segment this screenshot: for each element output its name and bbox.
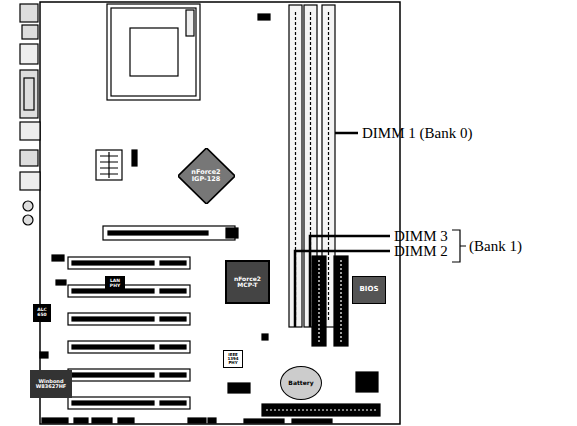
slot-label: DIMM 2 xyxy=(394,244,448,259)
chip: LAN PHY xyxy=(105,276,125,292)
chip-label: nForce2 IGP-128 xyxy=(189,169,224,183)
chip-label: ALC 650 xyxy=(35,308,49,317)
chip-label: Winbond W83627HF xyxy=(32,379,70,390)
slot-label: DIMM 3 xyxy=(394,229,448,244)
chip-label: LAN PHY xyxy=(107,279,123,288)
chip-label: Battery xyxy=(288,380,313,386)
bank-label: (Bank 1) xyxy=(469,239,522,254)
chip: nForce2 IGP-128 xyxy=(178,148,235,204)
chip-label: nForce2 MCP-T xyxy=(227,276,268,289)
chip: BIOS xyxy=(352,276,386,304)
chip: Battery xyxy=(280,366,322,400)
chip: Winbond W83627HF xyxy=(30,370,72,398)
chip: IEEE 1394 PHY xyxy=(223,350,243,368)
slot-label: DIMM 1 (Bank 0) xyxy=(362,126,472,141)
chip: nForce2 MCP-T xyxy=(225,260,270,304)
chip: ALC 650 xyxy=(33,304,51,322)
chip-label: IEEE 1394 PHY xyxy=(225,353,241,366)
chip-label: BIOS xyxy=(360,286,379,293)
